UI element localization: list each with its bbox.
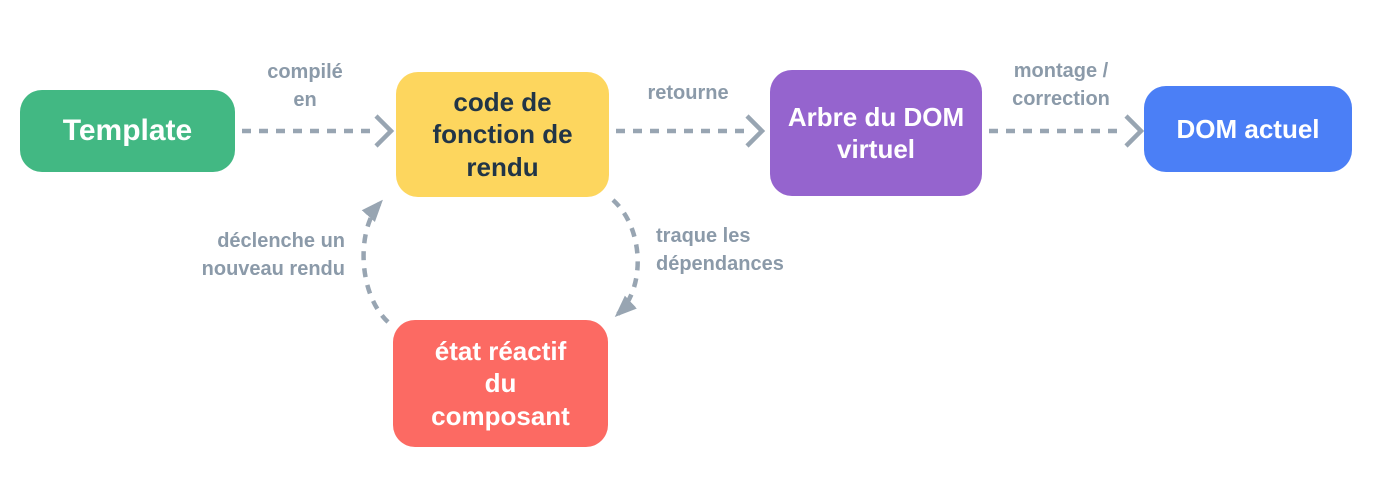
edge-label-compile: compilé en bbox=[267, 61, 343, 111]
node-virtual-dom-tree: Arbre du DOM virtuel bbox=[770, 70, 982, 196]
edge-label-triggers-rerender: déclenche un nouveau rendu bbox=[201, 230, 345, 280]
edge-label-mount-patch: montage / correction bbox=[1012, 60, 1110, 110]
node-actual-dom-label: DOM actuel bbox=[1176, 113, 1320, 144]
node-template: Template bbox=[20, 90, 235, 172]
edge-label-tracks-dependencies: traque les dépendances bbox=[656, 225, 784, 275]
arc-triggers-rerender bbox=[361, 199, 390, 324]
node-actual-dom: DOM actuel bbox=[1144, 86, 1352, 172]
node-render-function-code: code de fonction de rendu bbox=[396, 72, 609, 197]
arc-tracks-dependencies bbox=[611, 198, 640, 317]
arrow-return bbox=[616, 114, 766, 148]
arrow-compile bbox=[242, 114, 395, 148]
node-component-reactive-state-label: état réactif du composant bbox=[431, 335, 570, 431]
node-component-reactive-state: état réactif du composant bbox=[393, 320, 608, 447]
node-virtual-dom-tree-label: Arbre du DOM virtuel bbox=[787, 101, 965, 165]
arrow-mount-patch bbox=[989, 114, 1145, 148]
edge-label-return: retourne bbox=[647, 82, 729, 104]
node-render-function-code-label: code de fonction de rendu bbox=[432, 86, 573, 182]
node-template-label: Template bbox=[62, 114, 193, 148]
